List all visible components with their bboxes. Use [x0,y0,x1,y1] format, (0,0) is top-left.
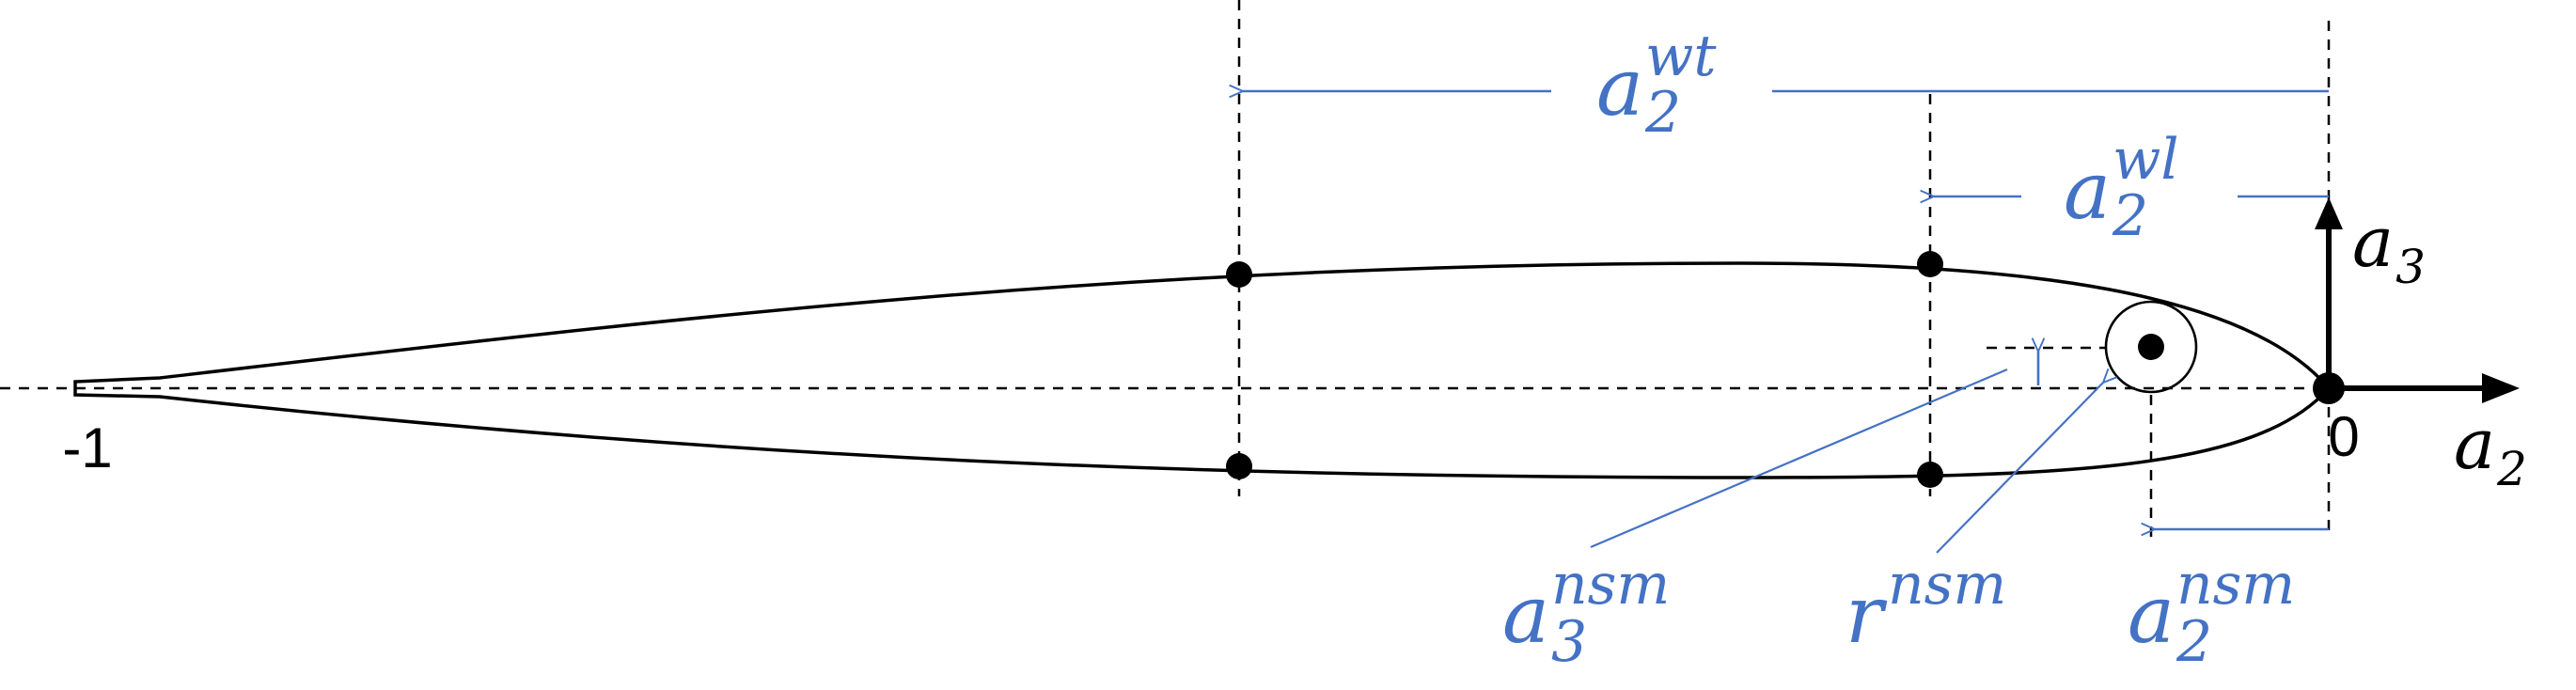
nsm-radius-circle [2104,300,2198,394]
nsm-center-point [2138,334,2164,360]
axis-a2-arrow-icon [2482,373,2520,403]
axis-a3-arrow-icon [2315,197,2343,229]
web-leading-lower-point [1917,462,1943,488]
axis-a2-label: a2 [2454,404,2527,496]
web-trailing-lower-point [1226,453,1252,479]
chord-start-label: -1 [62,416,112,479]
origin-label: 0 [2328,405,2359,468]
nsm-vertical-label: a 3 nsm [1502,552,1670,680]
nsm-horizontal-label: a 2 nsm [2128,552,2295,680]
leader-nsm-radius [1936,383,2103,554]
leader-nsm-vertical [1590,368,2008,549]
web-trailing-label: a 2 wt [1596,24,1717,150]
origin-point [2313,372,2345,404]
web-trailing-upper-point [1226,261,1252,288]
airfoil-outline [73,261,2332,479]
web-leading-label: a 2 wl [2064,127,2179,254]
web-leading-upper-point [1917,251,1943,277]
nsm-radius-label: r nsm [1846,552,2006,661]
axis-a3-label: a3 [2352,202,2426,294]
